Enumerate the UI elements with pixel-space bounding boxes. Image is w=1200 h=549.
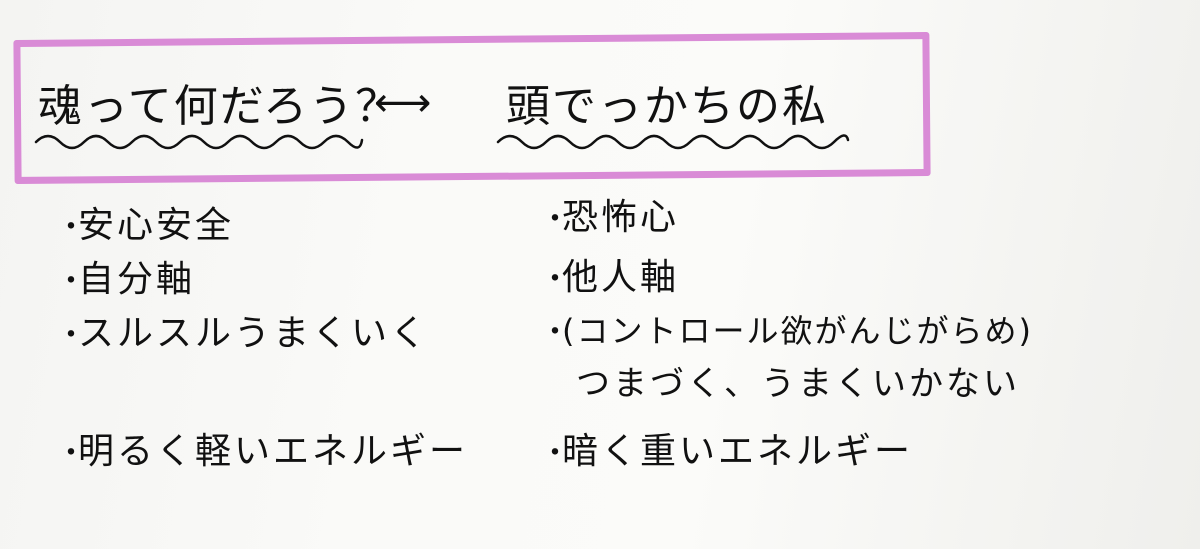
- list-item: ・明るく軽いエネルギー: [56, 422, 468, 474]
- wavy-underline-left: [34, 134, 364, 150]
- bullet-mark: ・: [540, 436, 573, 471]
- list-item-text: 自分軸: [78, 259, 196, 300]
- double-arrow: ⟷: [374, 80, 434, 126]
- bullet-mark: ・: [540, 202, 573, 237]
- list-item: ・自分軸: [56, 250, 195, 302]
- list-item: ・(コントロール欲がんじがらめ): [540, 306, 1033, 352]
- list-item: ・他人軸: [540, 248, 679, 300]
- list-item: ・安心安全: [56, 196, 234, 248]
- list-item-text: (コントロール欲がんじがらめ): [562, 312, 1033, 350]
- list-item-continuation: つまづく、うまくいかない: [576, 356, 1020, 405]
- bullet-mark: ・: [56, 436, 89, 471]
- bullet-mark: ・: [540, 315, 572, 350]
- list-item: ・スルスルうまくいく: [56, 304, 429, 356]
- list-item-text: 恐怖心: [562, 197, 680, 238]
- wavy-underline-right: [496, 134, 850, 150]
- list-item: ・暗く重いエネルギー: [540, 422, 913, 474]
- list-item: ・恐怖心: [540, 188, 679, 240]
- bullet-mark: ・: [56, 210, 89, 245]
- bullet-mark: ・: [56, 264, 89, 299]
- list-item-text: つまづく、うまくいかない: [576, 364, 1020, 404]
- list-item-text: 安心安全: [78, 205, 235, 246]
- title-right-text: 頭でっかちの私: [506, 81, 828, 132]
- list-item-text: 明るく軽いエネルギー: [78, 431, 469, 472]
- list-item-text: スルスルうまくいく: [78, 313, 430, 354]
- list-item-text: 暗く重いエネルギー: [562, 431, 914, 472]
- bullet-mark: ・: [540, 262, 573, 297]
- title-left-text: 魂って何だろう？: [38, 81, 402, 132]
- list-item-text: 他人軸: [562, 257, 680, 298]
- bullet-mark: ・: [56, 318, 89, 353]
